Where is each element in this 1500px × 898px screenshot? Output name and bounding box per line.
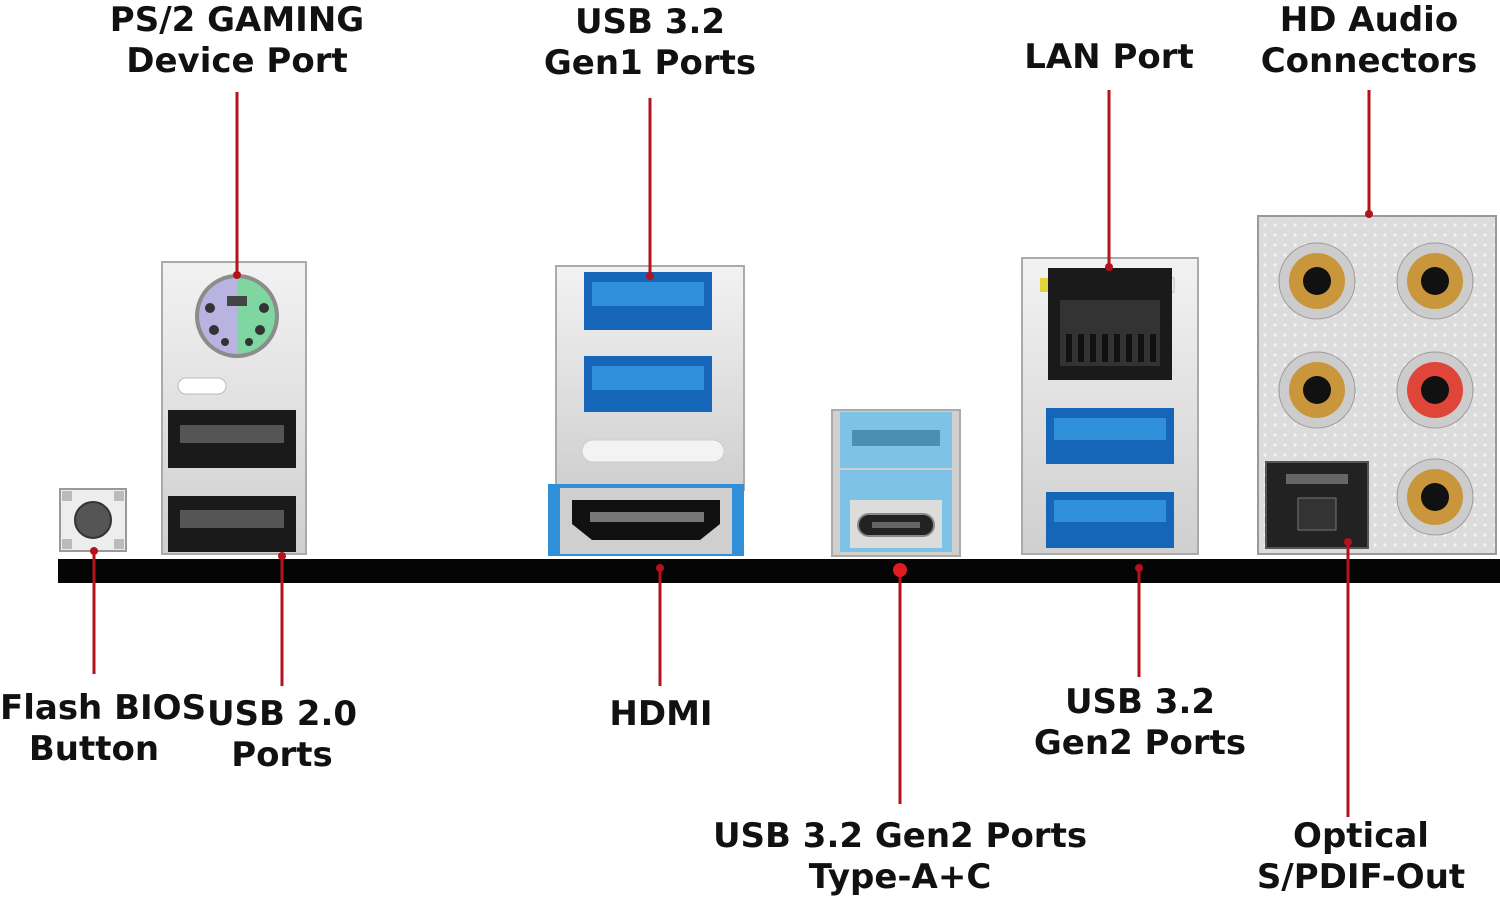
label-usb20-ports: USB 2.0 Ports	[206, 694, 358, 775]
label-flash-bios-button: Flash BIOS Button	[0, 688, 207, 769]
io-shield-baseline	[58, 559, 1500, 583]
label-hd-audio-connectors: HD Audio Connectors	[1260, 0, 1478, 81]
label-optical-spdif-out: Optical S/PDIF-Out	[1256, 816, 1466, 897]
flash-bios-button-graphic	[59, 488, 127, 552]
ps2-usb20-stack-graphic	[161, 261, 307, 555]
hd-audio-optical-stack-graphic	[1257, 215, 1497, 555]
label-lan-port: LAN Port	[1024, 37, 1194, 77]
label-usb32-gen2-type-a-c: USB 3.2 Gen2 Ports Type-A+C	[712, 816, 1088, 897]
label-hdmi: HDMI	[609, 694, 713, 734]
label-usb32-gen2-ports: USB 3.2 Gen2 Ports	[1033, 682, 1247, 763]
lan-usb32-gen2-stack-graphic	[1021, 257, 1199, 555]
leader-lines	[90, 90, 1373, 817]
usb32-gen1-hdmi-stack-graphic	[548, 265, 745, 556]
label-usb32-gen1-ports: USB 3.2 Gen1 Ports	[543, 2, 757, 83]
label-ps2-gaming-device-port: PS/2 GAMING Device Port	[109, 0, 365, 81]
usb32-gen2-type-a-c-graphic	[831, 409, 961, 557]
